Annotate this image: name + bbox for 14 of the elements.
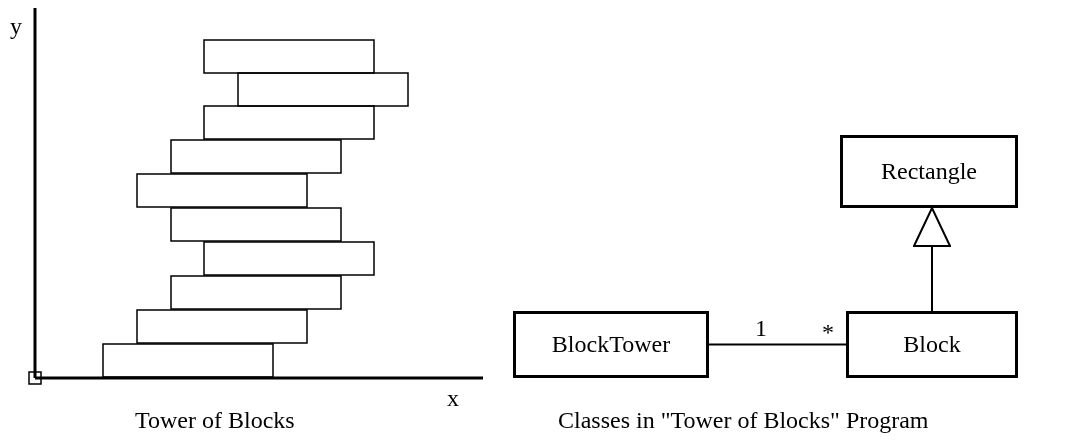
caption: Classes in "Tower of Blocks" Program [558, 408, 929, 432]
class-box [840, 135, 1018, 208]
class-box [846, 311, 1018, 378]
class-box [513, 311, 709, 378]
axis-label: x [447, 386, 459, 410]
multiplicity-label: * [822, 320, 834, 344]
caption: Tower of Blocks [135, 408, 295, 432]
inheritance-arrow [913, 207, 951, 312]
multiplicity-label: 1 [755, 316, 767, 340]
class-name: Rectangle [881, 158, 977, 185]
association-line [708, 343, 847, 346]
class-name: Block [903, 331, 961, 358]
axis-label: y [10, 14, 22, 38]
class-name: BlockTower [551, 331, 671, 358]
